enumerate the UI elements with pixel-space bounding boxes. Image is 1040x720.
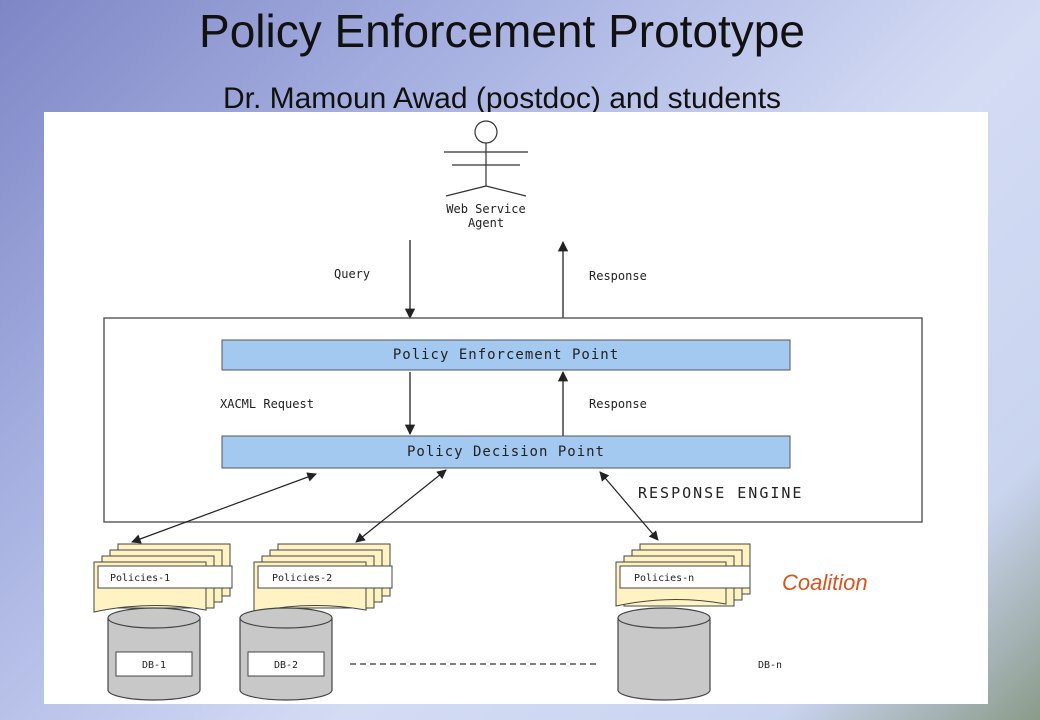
pdp-policies-n-arrow: [599, 471, 659, 541]
response-top-label: Response: [589, 269, 647, 283]
pdp-policies-2-arrow: [355, 469, 447, 543]
engine-label: RESPONSE ENGINE: [638, 484, 803, 502]
db-1-label: DB-1: [142, 660, 166, 671]
db-1-tag: [115, 651, 193, 677]
pdp-policies-1-arrow: [131, 472, 317, 544]
slide-title: Policy Enforcement Prototype: [199, 5, 805, 57]
architecture-diagram: Web Service Agent Query Response Policy …: [93, 120, 923, 701]
db-2-tag: [247, 651, 325, 677]
policies-n-label: Policies-n: [634, 573, 694, 584]
policies-1-label: Policies-1: [110, 573, 170, 584]
xacml-label: XACML Request: [220, 397, 314, 411]
query-label: Query: [334, 267, 370, 281]
response-mid-label: Response: [589, 397, 647, 411]
slide-subtitle: Dr. Mamoun Awad (postdoc) and students: [222, 82, 782, 115]
pdp-box: [221, 435, 791, 469]
policies-2-tag: [257, 565, 393, 589]
db-2-label: DB-2: [274, 660, 298, 671]
diagram-canvas: Web Service Agent Query Response Policy …: [44, 112, 988, 704]
pep-box: [221, 339, 791, 371]
pdp-label: Policy Decision Point: [407, 444, 605, 460]
coalition-label: Coalition: [782, 570, 868, 595]
db-n-icon: [617, 607, 711, 701]
policies-1-tag: [97, 565, 233, 589]
db-n-label: DB-n: [758, 660, 782, 671]
agent-figure-icon: [444, 120, 528, 197]
pep-label: Policy Enforcement Point: [393, 347, 619, 363]
policies-n-tag: [619, 565, 751, 589]
policies-2-label: Policies-2: [272, 573, 332, 584]
agent-label-line2: Agent: [468, 216, 504, 230]
agent-label-line1: Web Service: [446, 202, 525, 216]
